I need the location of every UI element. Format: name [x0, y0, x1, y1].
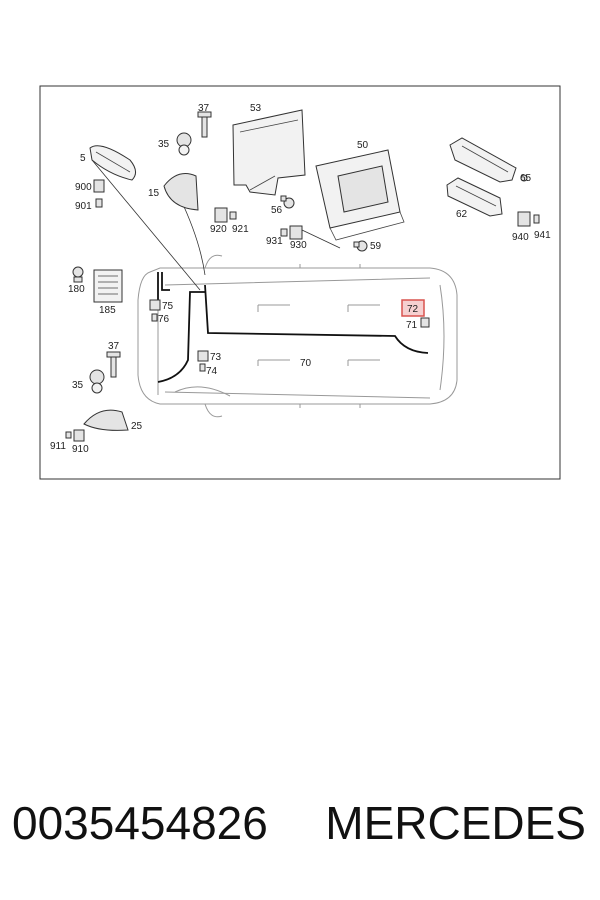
lamp-62 — [446, 177, 503, 217]
label-920: 920 — [210, 224, 227, 235]
mirror-25 — [83, 409, 129, 431]
lamp-65 — [449, 137, 528, 183]
control-unit-50 — [315, 149, 405, 241]
label-72: 72 — [407, 304, 419, 315]
module-185 — [93, 269, 123, 303]
bolt-37 — [197, 111, 212, 138]
label-71: 71 — [406, 320, 418, 331]
bolt-37b — [106, 351, 121, 378]
label-70: 70 — [300, 358, 312, 369]
label-74: 74 — [206, 366, 218, 377]
connector-930 — [280, 225, 341, 249]
label-73: 73 — [210, 352, 222, 363]
part-labels: 37 53 35 5 50 65 900 15 901 56 62 920 92… — [50, 103, 551, 455]
part-number: 0035454826 — [12, 797, 268, 849]
label-901: 901 — [75, 201, 92, 212]
label-53: 53 — [250, 103, 262, 114]
connector-900 — [93, 179, 105, 208]
label-900: 900 — [75, 182, 92, 193]
parts-diagram: 37 53 35 5 50 65 900 15 901 56 62 920 92… — [39, 85, 561, 480]
bracket-53 — [232, 109, 306, 196]
grommet-35 — [176, 132, 192, 156]
label-56: 56 — [271, 205, 283, 216]
label-15: 15 — [148, 188, 160, 199]
label-185: 185 — [99, 305, 116, 316]
label-37: 37 — [198, 103, 210, 114]
product-caption: 0035454826 MERCEDES — [0, 796, 600, 866]
brake-light-5 — [89, 145, 136, 181]
label-940: 940 — [512, 232, 529, 243]
screw-180 — [72, 266, 84, 283]
connector-71 — [420, 317, 430, 328]
label-910: 910 — [72, 444, 89, 455]
label-62: 62 — [456, 209, 468, 220]
label-25: 25 — [131, 421, 143, 432]
label-35-lower: 35 — [72, 380, 84, 391]
screw-59 — [353, 240, 368, 252]
label-931: 931 — [266, 236, 283, 247]
label-76: 76 — [158, 314, 170, 325]
label-180: 180 — [68, 284, 85, 295]
label-911: 911 — [50, 441, 66, 452]
label-59: 59 — [370, 241, 382, 252]
label-921: 921 — [232, 224, 249, 235]
label-75: 75 — [162, 301, 174, 312]
label-930: 930 — [290, 240, 307, 251]
label-65: 65 — [520, 173, 532, 184]
label-941: 941 — [534, 230, 551, 241]
mirror-15 — [163, 173, 199, 211]
brand-name: MERCEDES — [325, 797, 586, 849]
connector-910 — [65, 429, 85, 442]
connector-75 — [149, 299, 161, 322]
connector-920 — [214, 207, 237, 223]
screw-56 — [280, 195, 295, 209]
connector-940 — [517, 211, 540, 227]
label-50: 50 — [357, 140, 369, 151]
label-37-lower: 37 — [108, 341, 120, 352]
label-35: 35 — [158, 139, 170, 150]
label-5: 5 — [80, 153, 86, 164]
connector-73 — [197, 350, 209, 372]
grommet-35b — [89, 369, 105, 394]
part-72-highlight — [401, 299, 425, 317]
